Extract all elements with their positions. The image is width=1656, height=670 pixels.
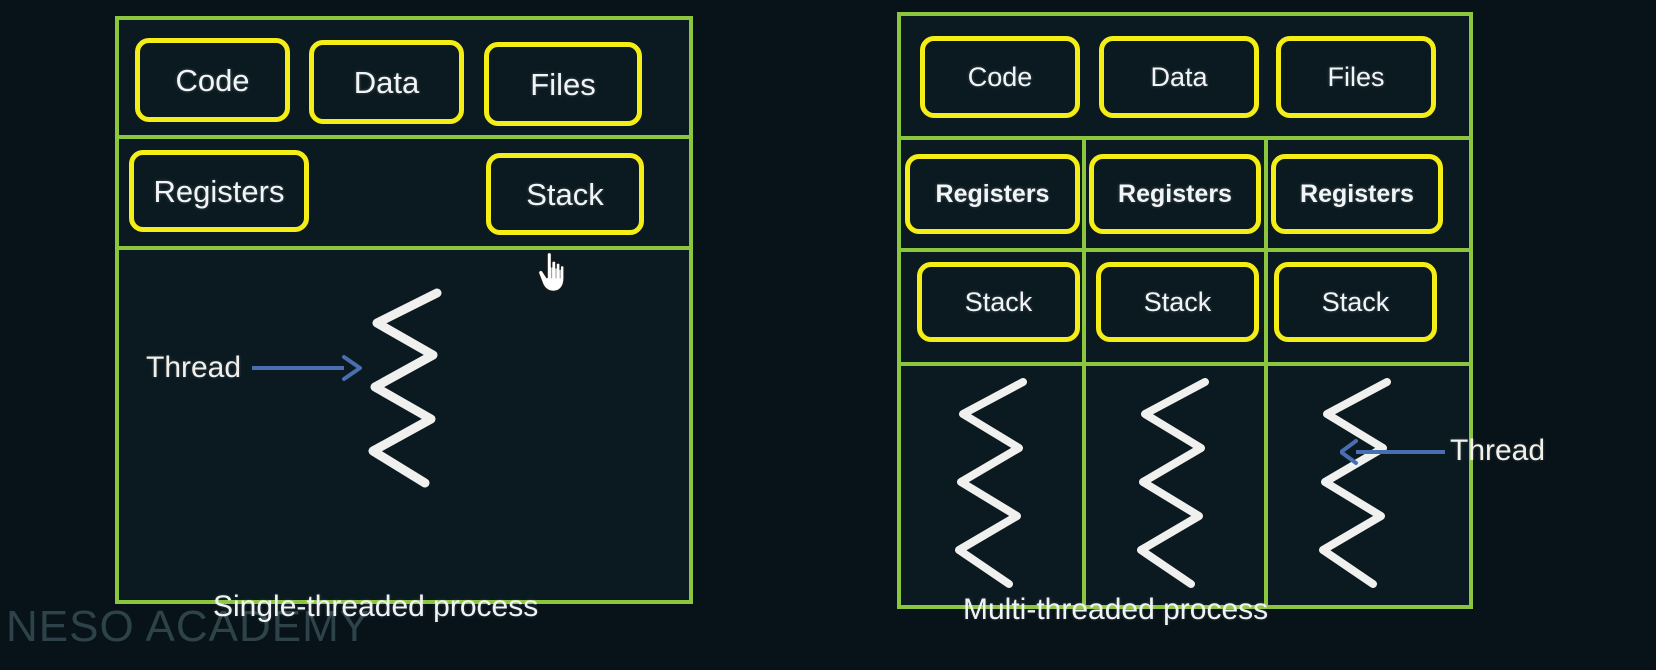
caption-single-threaded: Single-threaded process [213,590,539,623]
single-box-data: Data [309,40,464,124]
multi-threaded-process-panel: Code Data Files Registers Registers Regi… [897,12,1473,609]
caption-multi-threaded: Multi-threaded process [963,593,1269,626]
thread-label-right: Thread [1450,434,1546,467]
multi-row-divider-3 [901,362,1469,366]
single-box-registers: Registers [129,150,309,232]
multi-box-code: Code [920,36,1080,118]
panel-row-divider-1 [119,135,689,139]
thread-label-left: Thread [146,351,242,384]
multi-col-divider-3 [1082,366,1086,609]
multi-box-registers-2: Registers [1089,154,1261,234]
single-box-stack: Stack [486,153,644,235]
single-box-files: Files [484,42,642,126]
thread-squiggle-multi-3 [1319,378,1391,588]
thread-squiggle-multi-1 [955,378,1027,588]
multi-box-stack-3: Stack [1274,262,1437,342]
multi-box-registers-1: Registers [905,154,1080,234]
multi-row-divider-1 [901,136,1469,140]
watermark: NESO ACADEMY [6,602,371,651]
multi-row-divider-2 [901,248,1469,252]
multi-box-files: Files [1276,36,1436,118]
multi-box-stack-2: Stack [1096,262,1259,342]
multi-thread-area [901,366,1469,609]
multi-box-data: Data [1099,36,1259,118]
single-threaded-process-panel: Code Data Files Registers Stack [115,16,693,604]
single-box-code: Code [135,38,290,122]
thread-squiggle-multi-2 [1137,378,1209,588]
thread-squiggle-1 [368,288,442,488]
multi-box-registers-3: Registers [1271,154,1443,234]
multi-box-stack-1: Stack [917,262,1080,342]
single-thread-area [119,250,689,604]
multi-col-divider-4 [1264,366,1268,609]
panel-row-divider-2 [119,246,689,250]
